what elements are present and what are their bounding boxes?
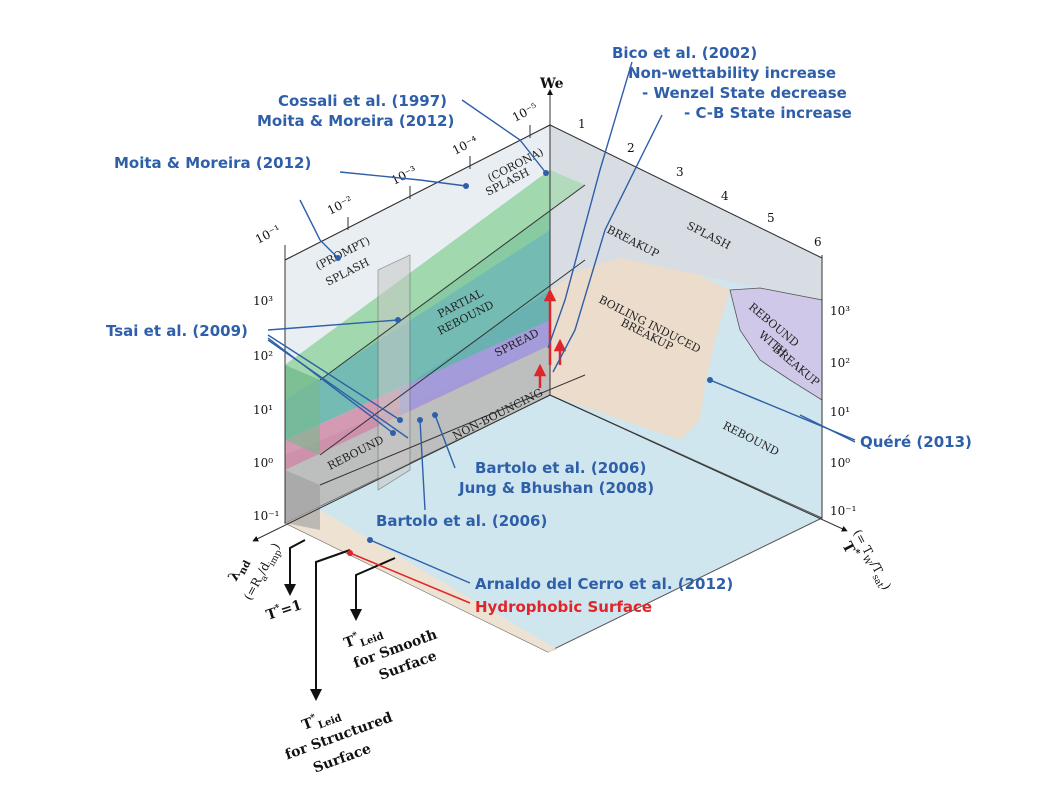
tick-t-6: 6 [814, 235, 822, 249]
side-face-green [285, 365, 320, 455]
tick-we-left-4: 10⁻¹ [253, 509, 279, 523]
tick-t-2: 2 [627, 141, 635, 155]
tick-top-4: 10⁻⁵ [510, 100, 540, 125]
top-right-edge [549, 124, 823, 259]
ref-bico-3: - Wenzel State decrease [642, 84, 847, 102]
leid-struct-label: T*Leid for Structured Surface [283, 710, 395, 777]
region-nonbouncing [285, 345, 550, 523]
t-ticks: 1 2 3 4 5 6 [578, 117, 822, 249]
ref-arnaldo: Arnaldo del Cerro et al. (2012) [475, 575, 733, 593]
t-one-arrow [284, 539, 306, 596]
we-ticks-left: 10³ 10² 10¹ 10⁰ 10⁻¹ [253, 294, 279, 523]
hydrophobic-dot [347, 550, 353, 556]
region-rebound-with-breakup [729, 287, 823, 401]
top-left-edge [284, 124, 551, 261]
t-axis-label: T* (= TW/Tsat) [838, 527, 894, 594]
we-axis-label: We [539, 76, 564, 92]
ref-cossali-1: Cossali et al. (1997) [278, 92, 447, 110]
ref-quere: Quéré (2013) [860, 433, 972, 451]
ref-bartolo-1: Bartolo et al. (2006) [475, 459, 646, 477]
ref-bico-2: Non-wettability increase [628, 64, 836, 82]
region-breakup [550, 125, 822, 300]
ref-bartolo-2: Jung & Bhushan (2008) [458, 479, 654, 497]
side-face-gray [285, 470, 320, 530]
svg-text:T*: T* [838, 538, 862, 561]
splash-upper [285, 170, 585, 380]
tick-we-left-1: 10² [253, 349, 273, 363]
tick-t-4: 4 [721, 189, 729, 203]
region-boiling-breakup [550, 258, 730, 440]
leid-smooth-label: T*Leid for Smooth Surface [342, 627, 439, 684]
tick-top-2: 10⁻³ [389, 163, 419, 188]
lambda-axis-line [252, 394, 551, 542]
ref-bartolo-3: Bartolo et al. (2006) [376, 512, 547, 530]
tick-top-1: 10⁻² [325, 193, 355, 218]
leader-lines [267, 61, 856, 584]
inner-diag-2 [319, 259, 586, 456]
tick-we-right-4: 10⁻¹ [830, 504, 856, 518]
tick-we-left-2: 10¹ [253, 403, 273, 417]
svg-text:(= TW/Tsat): (= TW/Tsat) [847, 527, 894, 594]
ref-cossali-2: Moita & Moreira (2012) [257, 112, 454, 130]
ref-bico-4: - C-B State increase [684, 104, 852, 122]
ref-bico-1: Bico et al. (2002) [612, 44, 757, 62]
tick-top-0: 10⁻¹ [253, 222, 283, 246]
leid-struct-arrow [310, 549, 351, 701]
inner-diag-1 [319, 184, 586, 381]
tick-we-right-3: 10⁰ [830, 456, 850, 470]
tick-we-left-3: 10⁰ [253, 456, 273, 470]
tick-we-right-2: 10¹ [830, 405, 850, 419]
tick-top-3: 10⁻⁴ [450, 133, 480, 158]
t-one-label: T*=1 [264, 596, 304, 624]
ref-tsai: Tsai et al. (2009) [106, 322, 248, 340]
ref-hydrophobic: Hydrophobic Surface [475, 598, 652, 616]
tick-we-right-0: 10³ [830, 304, 850, 318]
tick-we-left-0: 10³ [253, 294, 273, 308]
t-axis-line [549, 394, 848, 532]
inner-diag-3 [319, 374, 586, 486]
floor-hydrophobic-band [285, 507, 558, 652]
we-ticks-right: 10³ 10² 10¹ 10⁰ 10⁻¹ [830, 304, 856, 518]
tick-t-5: 5 [767, 211, 775, 225]
hydrophobic-leader [349, 552, 471, 604]
ref-moita: Moita & Moreira (2012) [114, 154, 311, 172]
tick-t-1: 1 [578, 117, 586, 131]
lambda-axis-label: λnd (=Ra/dimp) [225, 541, 284, 603]
leid-smooth-arrow [350, 557, 396, 621]
tick-we-right-1: 10² [830, 356, 850, 370]
tick-t-3: 3 [676, 165, 684, 179]
svg-text:T*=1: T*=1 [264, 596, 304, 623]
